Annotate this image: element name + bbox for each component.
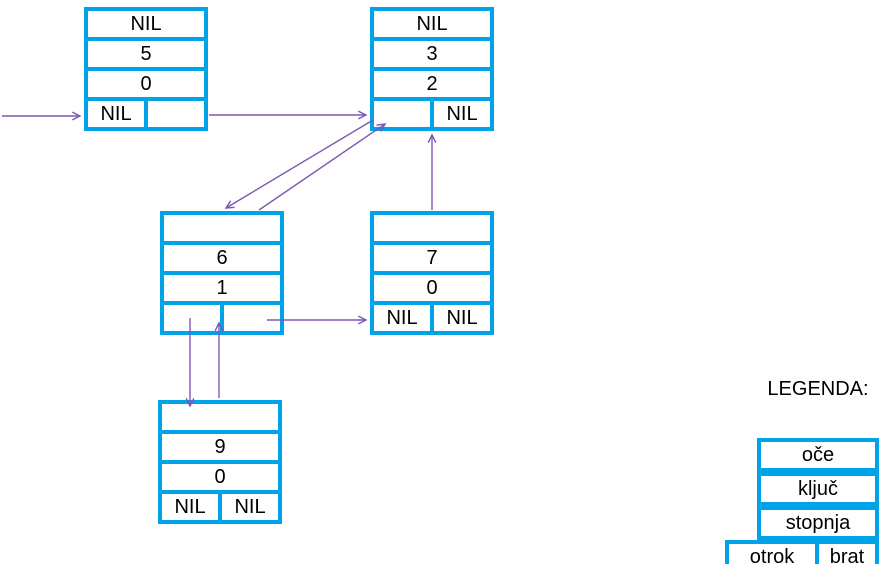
legend-title: LEGENDA: — [767, 378, 869, 400]
node-5-brother-cell — [144, 97, 208, 131]
node-5-key-cell: 5 — [84, 37, 208, 71]
node-9-father-cell — [158, 400, 282, 434]
node-9-degree-cell: 0 — [158, 460, 282, 494]
legend-degree-label: stopnja — [757, 506, 879, 540]
node-7: 7 0 NIL NIL — [370, 211, 494, 335]
legend-pointer-row: otrok brat — [725, 540, 879, 564]
node-5-degree-cell: 0 — [84, 67, 208, 101]
node-9-key-cell: 9 — [158, 430, 282, 464]
node-3-key-cell: 3 — [370, 37, 494, 71]
node-3-degree-cell: 2 — [370, 67, 494, 101]
node-6-key-cell: 6 — [160, 241, 284, 275]
node6-father-arrow — [258, 123, 387, 211]
node-6: 6 1 — [160, 211, 284, 335]
node-7-pointer-row: NIL NIL — [370, 301, 494, 335]
node-7-degree-cell: 0 — [370, 271, 494, 305]
legend-brother-label: brat — [815, 540, 879, 564]
node-3-child-cell — [370, 97, 434, 131]
node-6-child-cell — [160, 301, 224, 335]
node-7-brother-cell: NIL — [430, 301, 494, 335]
node-5-pointer-row: NIL — [84, 97, 208, 131]
node-6-brother-cell — [220, 301, 284, 335]
node3-child-arrow — [224, 119, 374, 209]
node-3-father-cell: NIL — [370, 7, 494, 41]
node-7-child-cell: NIL — [370, 301, 434, 335]
node-5: NIL 5 0 NIL — [84, 7, 208, 131]
node-7-father-cell — [370, 211, 494, 245]
node-7-key-cell: 7 — [370, 241, 494, 275]
node-3-brother-cell: NIL — [430, 97, 494, 131]
legend-box: oče ključ stopnja otrok brat — [725, 438, 879, 564]
node-6-pointer-row — [160, 301, 284, 335]
node-5-father-cell: NIL — [84, 7, 208, 41]
node-9: 9 0 NIL NIL — [158, 400, 282, 524]
legend-father-label: oče — [757, 438, 879, 472]
node-3: NIL 3 2 NIL — [370, 7, 494, 131]
node-9-pointer-row: NIL NIL — [158, 490, 282, 524]
node-6-father-cell — [160, 211, 284, 245]
node-9-child-cell: NIL — [158, 490, 222, 524]
node-5-child-cell: NIL — [84, 97, 148, 131]
node-3-pointer-row: NIL — [370, 97, 494, 131]
legend-child-label: otrok — [725, 540, 819, 564]
node-6-degree-cell: 1 — [160, 271, 284, 305]
node-9-brother-cell: NIL — [218, 490, 282, 524]
legend-key-label: ključ — [757, 472, 879, 506]
